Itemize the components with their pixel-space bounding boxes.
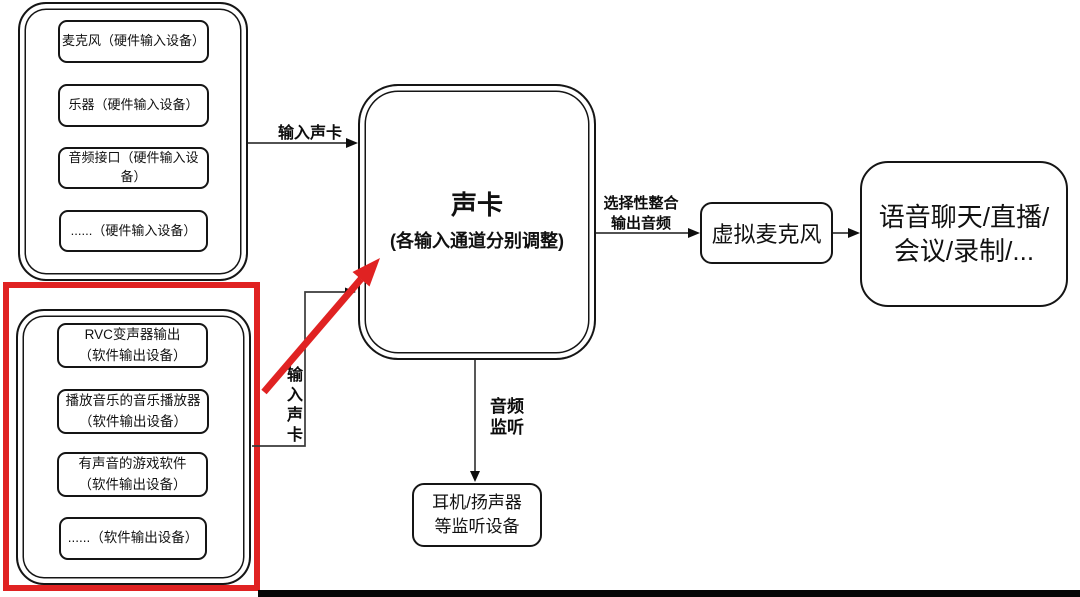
sound-card-title: 声卡 <box>450 190 503 221</box>
sound-card-node: 声卡 (各输入通道分别调整) <box>358 84 596 360</box>
connector-software-to-soundcard <box>252 287 356 447</box>
software-item-music-player: 播放音乐的音乐播放器 （软件输出设备） <box>57 389 209 434</box>
highlight-rectangle <box>3 282 260 591</box>
hardware-item-instrument: 乐器（硬件输入设备） <box>58 84 209 127</box>
hardware-item-microphone: 麦克风（硬件输入设备） <box>58 20 209 63</box>
hardware-item-ellipsis: ......（硬件输入设备） <box>59 210 208 252</box>
bottom-divider-bar <box>258 590 1080 597</box>
edge-label-selective-output: 选择性整合 输出音频 <box>603 195 679 232</box>
edge-label-input-soundcard-side: 输入声卡 <box>284 366 301 446</box>
hardware-item-audio-interface: 音频接口（硬件输入设备） <box>58 147 209 189</box>
arrow-virtualmic-to-usage <box>833 228 860 238</box>
software-item-game-software: 有声音的游戏软件 （软件输出设备） <box>57 452 208 497</box>
usage-node: 语音聊天/直播/ 会议/录制/... <box>860 161 1068 307</box>
virtual-mic-node: 虚拟麦克风 <box>700 202 833 264</box>
edge-label-audio-monitor: 音频 监听 <box>490 397 524 438</box>
software-item-rvc-voice-changer: RVC变声器输出 （软件输出设备） <box>57 323 208 368</box>
monitor-node: 耳机/扬声器 等监听设备 <box>412 483 542 547</box>
sound-card-subtitle: (各输入通道分别调整) <box>390 230 564 251</box>
arrow-soundcard-to-monitor <box>470 360 480 482</box>
edge-label-input-soundcard-top: 输入声卡 <box>277 125 342 142</box>
software-item-ellipsis: ......（软件输出设备） <box>59 517 207 560</box>
